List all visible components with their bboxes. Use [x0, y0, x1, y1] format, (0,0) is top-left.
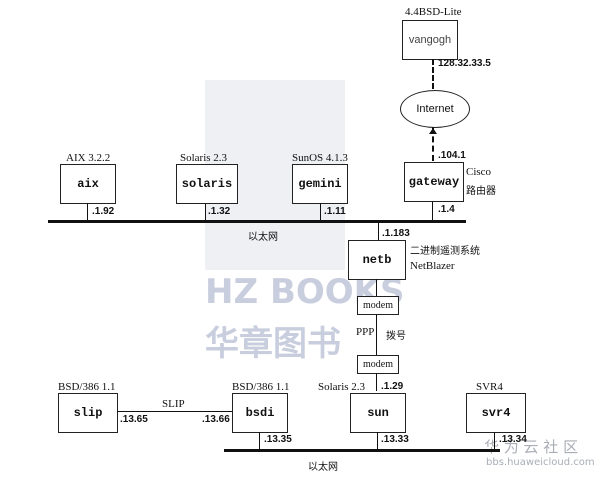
gateway-addr: .1.4 [438, 204, 455, 215]
vangogh-addr: 128.32.33.5 [438, 58, 491, 69]
modem-bottom: modem [357, 355, 399, 374]
vangogh-host: vangogh [402, 20, 458, 60]
ethernet-bottom-label: 以太网 [308, 462, 338, 473]
sun-addr-top: .1.29 [381, 381, 404, 392]
svr4-addr: .13.34 [499, 434, 527, 445]
watermark-site-url: bbs.huaweicloud.com [486, 457, 595, 468]
slip-link-label: SLIP [162, 398, 185, 410]
ethernet-top [48, 220, 466, 223]
slip-host: slip [58, 393, 118, 433]
ppp-label: PPP [356, 326, 375, 338]
modem-top: modem [357, 296, 399, 315]
watermark-site-cn: 华 为 云 社 区 [484, 438, 579, 456]
slip-os: BSD/386 1.1 [58, 381, 116, 393]
netb-link [378, 222, 379, 240]
vangogh-link [432, 59, 434, 89]
slip-link [117, 411, 232, 412]
sun-link [377, 432, 378, 450]
netb-os: NetBlazer [410, 260, 455, 272]
aix-os: AIX 3.2.2 [66, 152, 111, 164]
internet-gateway-link [432, 127, 434, 161]
ppp-link [376, 314, 377, 355]
gateway-addr-top: .104.1 [438, 150, 466, 161]
ethernet-bottom [224, 449, 500, 452]
gemini-addr: .1.11 [324, 206, 346, 217]
aix-link [87, 203, 88, 221]
solaris-link [205, 203, 206, 221]
aix-addr: .1.92 [92, 206, 115, 217]
gemini-host: gemini [292, 164, 348, 204]
bsdi-addr: .13.35 [264, 434, 292, 445]
netb-addr: .1.183 [382, 228, 410, 239]
bsdi-os: BSD/386 1.1 [232, 381, 290, 393]
gateway-os-cn: 路由器 [466, 186, 496, 197]
vangogh-os: 4.4BSD-Lite [405, 6, 462, 18]
gemini-os: SunOS 4.1.3 [292, 152, 348, 164]
svr4-link [494, 432, 495, 450]
netb-modem-link [376, 279, 377, 296]
gateway-host: gateway [404, 162, 464, 202]
modem-sun-link [376, 373, 377, 391]
gateway-link [432, 201, 433, 221]
bsdi-addr-left: .13.66 [202, 414, 230, 425]
dialup-label: 拨号 [386, 331, 406, 342]
sun-host: sun [350, 393, 406, 433]
internet-cloud: Internet [400, 90, 470, 128]
watermark-brand-cn: 华章图书 [205, 324, 341, 364]
aix-host: aix [60, 164, 116, 204]
ethernet-top-label: 以太网 [248, 232, 278, 243]
solaris-host: solaris [176, 164, 238, 204]
solaris-addr: .1.32 [208, 206, 231, 217]
sun-os: Solaris 2.3 [318, 381, 366, 393]
netb-os-cn: 二进制遥测系统 [410, 246, 480, 257]
netb-host: netb [348, 240, 406, 280]
bsdi-host: bsdi [232, 393, 288, 433]
sun-addr: .13.33 [381, 434, 409, 445]
solaris-os: Solaris 2.3 [180, 152, 228, 164]
gateway-os: Cisco [466, 166, 492, 178]
gemini-link [320, 203, 321, 221]
arrow-up-icon [429, 128, 437, 134]
bsdi-link [259, 432, 260, 450]
svr4-host: svr4 [466, 393, 526, 433]
svr4-os: SVR4 [476, 381, 503, 393]
slip-addr: .13.65 [120, 414, 148, 425]
